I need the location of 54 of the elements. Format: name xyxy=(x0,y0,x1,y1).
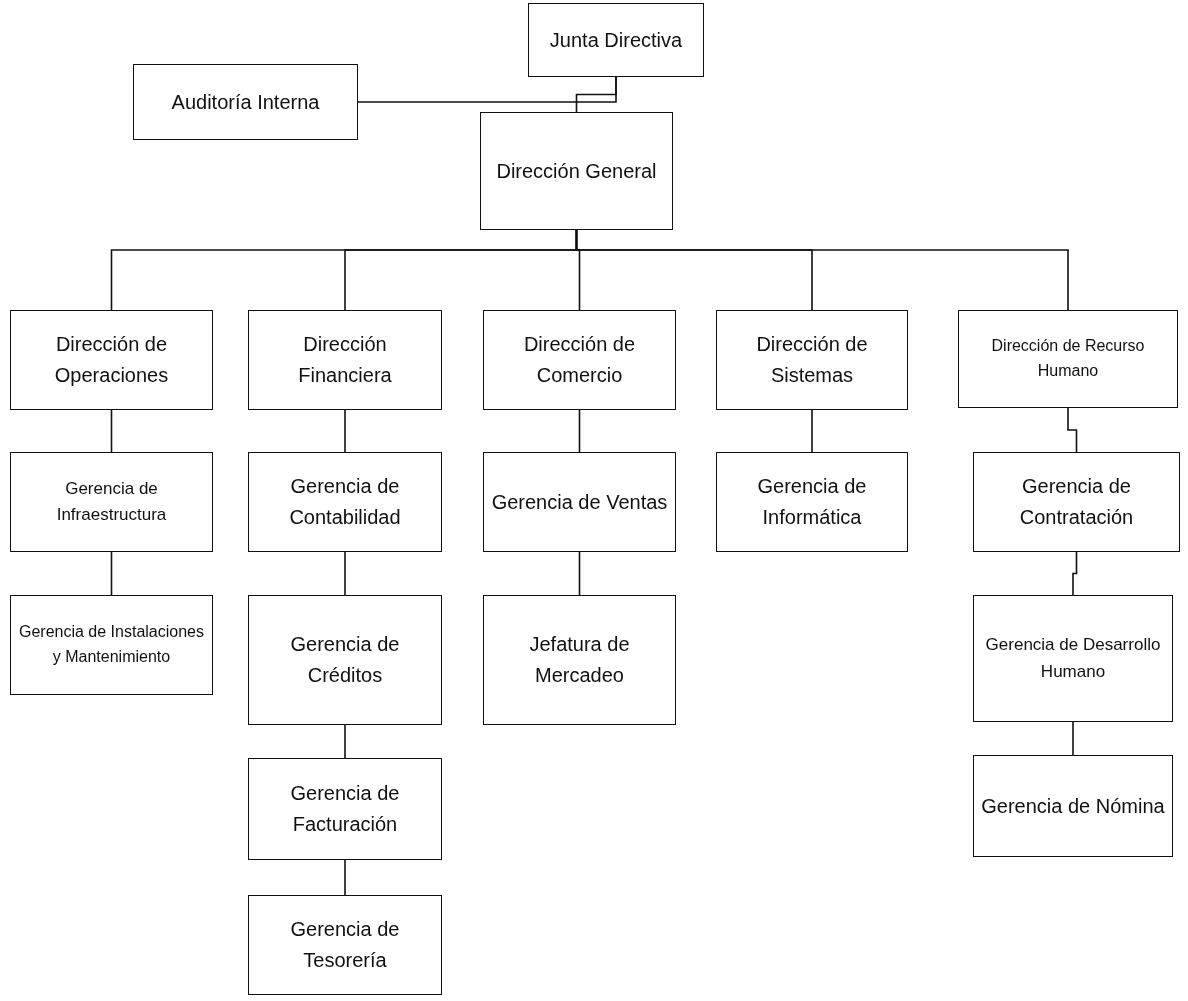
unit-name: Dirección de Operaciones xyxy=(53,332,170,388)
unit-name: Jefatura de Mercadeo xyxy=(528,632,631,688)
org-unit-box xyxy=(716,310,908,410)
org-unit-box xyxy=(133,64,358,140)
org-unit-box xyxy=(973,595,1173,722)
connector-line xyxy=(357,76,617,103)
unit-name: Gerencia de Nómina xyxy=(981,793,1165,819)
org-unit-box xyxy=(10,310,213,410)
unit-name: Gerencia de Tesorería xyxy=(289,917,401,973)
org-unit-box xyxy=(480,112,673,230)
unit-name: Gerencia de Infraestructura xyxy=(55,477,168,526)
connector-line xyxy=(344,724,346,759)
connector-line xyxy=(811,409,813,453)
connector-line xyxy=(110,551,113,596)
org-unit-box xyxy=(973,755,1173,857)
org-unit-box xyxy=(958,310,1178,408)
unit-name: Gerencia de Informática xyxy=(756,474,868,530)
connector-line xyxy=(575,229,1069,311)
org-unit-box xyxy=(716,452,908,552)
unit-name: Gerencia de Créditos xyxy=(289,632,401,688)
org-unit-box xyxy=(483,310,676,410)
org-unit-box xyxy=(10,452,213,552)
unit-name: Dirección de Sistemas xyxy=(755,332,869,388)
connector-line xyxy=(110,409,113,453)
unit-name: Gerencia de Facturación xyxy=(289,781,401,837)
unit-name: Gerencia de Contratación xyxy=(1018,474,1135,530)
unit-name: Dirección General xyxy=(496,158,657,184)
unit-name: Auditoría Interna xyxy=(171,89,320,115)
org-unit-box xyxy=(528,3,704,77)
org-unit-box xyxy=(248,895,442,995)
unit-name: Dirección de Comercio xyxy=(522,332,637,388)
org-unit-box xyxy=(483,595,676,725)
unit-name: Gerencia de Instalaciones y Mantenimiento xyxy=(18,622,205,667)
connector-line xyxy=(344,409,346,453)
org-unit-box xyxy=(248,595,442,725)
unit-name: Gerencia de Desarrollo Humano xyxy=(984,634,1162,683)
org-unit-box xyxy=(973,452,1180,552)
org-unit-box xyxy=(248,758,442,860)
unit-name: Dirección Financiera xyxy=(297,332,393,388)
connector-line xyxy=(1072,721,1074,756)
org-unit-box xyxy=(248,452,442,552)
unit-name: Gerencia de Contabilidad xyxy=(288,474,402,530)
unit-name: Gerencia de Ventas xyxy=(491,489,668,515)
org-unit-box xyxy=(483,452,676,552)
unit-name: Dirección de Recurso Humano xyxy=(990,336,1146,381)
org-unit-box xyxy=(248,310,442,410)
connector-line xyxy=(1072,551,1078,596)
connector-line xyxy=(578,409,581,453)
org-unit-box xyxy=(10,595,213,695)
connector-line xyxy=(344,551,346,596)
connector-line xyxy=(1067,407,1078,453)
unit-name: Junta Directiva xyxy=(549,27,683,53)
connector-line xyxy=(578,551,581,596)
connector-line xyxy=(344,859,346,896)
